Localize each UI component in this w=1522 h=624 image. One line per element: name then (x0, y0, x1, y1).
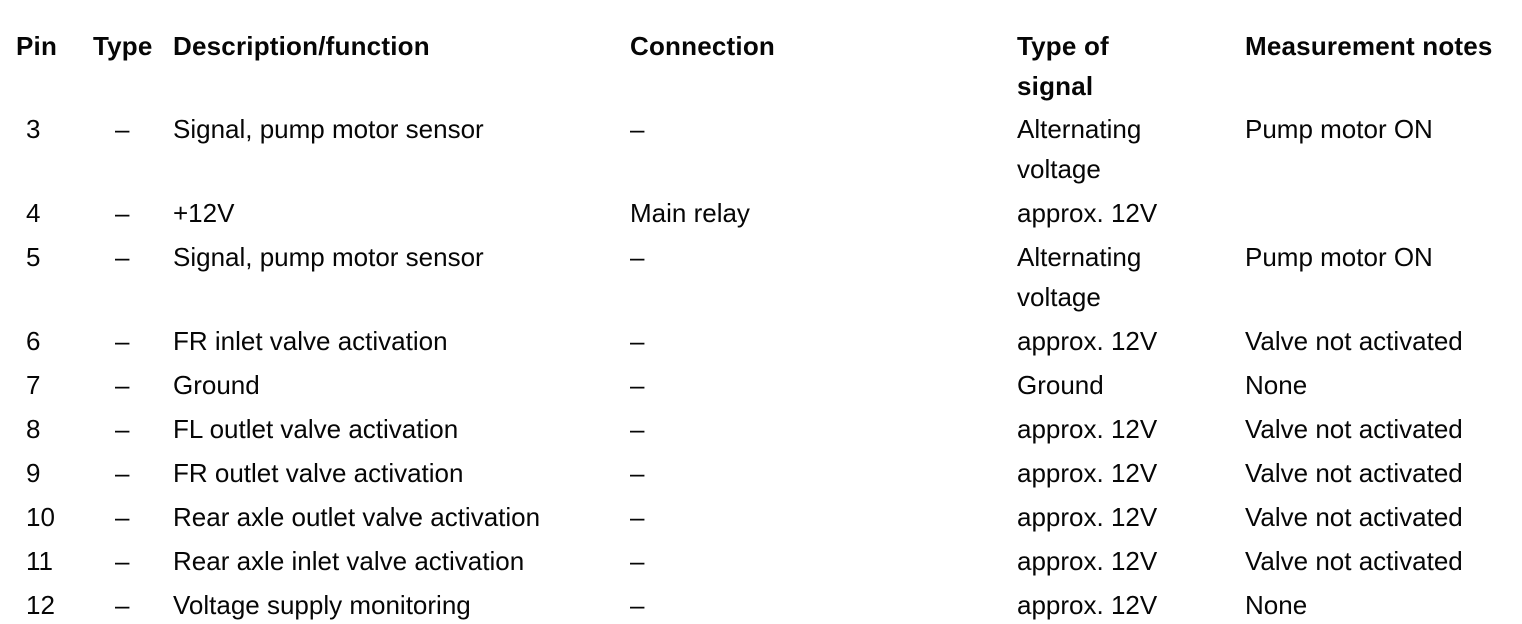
cell-type-of-signal: Ground (1017, 370, 1104, 400)
cell-description: Ground (173, 370, 260, 400)
cell-measurement-notes: Valve not activated (1245, 546, 1463, 576)
table-row: 9 – FR outlet valve activation – approx.… (16, 453, 1522, 493)
cell-type-of-signal: Alternating voltage (1017, 242, 1142, 312)
cell-pin: 12 (26, 590, 55, 620)
cell-type-of-signal: approx. 12V (1017, 326, 1158, 356)
cell-pin: 11 (26, 546, 53, 576)
table-row: 6 – FR inlet valve activation – approx. … (16, 321, 1522, 361)
cell-type: – (115, 326, 130, 356)
cell-pin: 7 (26, 370, 41, 400)
cell-measurement-notes: Valve not activated (1245, 458, 1463, 488)
cell-description: Signal, pump motor sensor (173, 114, 484, 144)
table-header-row: Pin Type Description/function Connection… (16, 26, 1522, 106)
cell-description: +12V (173, 198, 235, 228)
cell-description: FR inlet valve activation (173, 326, 448, 356)
cell-description: FL outlet valve activation (173, 414, 459, 444)
cell-measurement-notes: None (1245, 590, 1308, 620)
cell-pin: 9 (26, 458, 41, 488)
column-header-type: Type (93, 31, 153, 61)
cell-type: – (115, 546, 130, 576)
cell-pin: 8 (26, 414, 41, 444)
cell-connection: – (630, 546, 645, 576)
cell-measurement-notes: Valve not activated (1245, 326, 1463, 356)
cell-pin: 10 (26, 502, 55, 532)
cell-connection: – (630, 114, 645, 144)
cell-connection: – (630, 242, 645, 272)
table-row: 5 – Signal, pump motor sensor – Alternat… (16, 237, 1522, 317)
cell-connection: – (630, 458, 645, 488)
cell-connection: – (630, 414, 645, 444)
table-row: 7 – Ground – Ground None (16, 365, 1522, 405)
table-row: 8 – FL outlet valve activation – approx.… (16, 409, 1522, 449)
cell-type-of-signal: approx. 12V (1017, 458, 1158, 488)
cell-type: – (115, 198, 130, 228)
column-header-pin: Pin (16, 31, 58, 61)
cell-measurement-notes: Pump motor ON (1245, 242, 1433, 272)
cell-description: Rear axle inlet valve activation (173, 546, 525, 576)
table-row: 4 – +12V Main relay approx. 12V (16, 193, 1522, 233)
cell-description: Voltage supply monitoring (173, 590, 471, 620)
cell-measurement-notes: Valve not activated (1245, 502, 1463, 532)
cell-connection: – (630, 502, 645, 532)
column-header-measurement-notes: Measurement notes (1245, 31, 1493, 61)
cell-pin: 3 (26, 114, 41, 144)
cell-pin: 4 (26, 198, 41, 228)
cell-type-of-signal: approx. 12V (1017, 590, 1158, 620)
cell-description: FR outlet valve activation (173, 458, 464, 488)
cell-type-of-signal: approx. 12V (1017, 502, 1158, 532)
cell-measurement-notes: Pump motor ON (1245, 114, 1433, 144)
cell-type: – (115, 114, 130, 144)
cell-measurement-notes: None (1245, 370, 1308, 400)
cell-description: Signal, pump motor sensor (173, 242, 484, 272)
table-row: 12 – Voltage supply monitoring – approx.… (16, 585, 1522, 624)
cell-measurement-notes: Valve not activated (1245, 414, 1463, 444)
cell-connection: – (630, 326, 645, 356)
cell-type: – (115, 458, 130, 488)
cell-type-of-signal: approx. 12V (1017, 198, 1158, 228)
column-header-connection: Connection (630, 31, 775, 61)
table-body: 3 – Signal, pump motor sensor – Alternat… (16, 109, 1522, 624)
cell-connection: Main relay (630, 198, 750, 228)
cell-type: – (115, 242, 130, 272)
table-row: 3 – Signal, pump motor sensor – Alternat… (16, 109, 1522, 189)
cell-type: – (115, 590, 130, 620)
table-row: 10 – Rear axle outlet valve activation –… (16, 497, 1522, 537)
cell-pin: 5 (26, 242, 41, 272)
cell-description: Rear axle outlet valve activation (173, 502, 541, 532)
cell-type: – (115, 414, 130, 444)
cell-connection: – (630, 370, 645, 400)
table-row: 11 – Rear axle inlet valve activation – … (16, 541, 1522, 581)
column-header-type-of-signal: Type of signal (1017, 31, 1109, 101)
cell-type: – (115, 502, 130, 532)
cell-type-of-signal: Alternating voltage (1017, 114, 1142, 184)
cell-type-of-signal: approx. 12V (1017, 414, 1158, 444)
cell-pin: 6 (26, 326, 41, 356)
column-header-description: Description/function (173, 31, 430, 61)
cell-type-of-signal: approx. 12V (1017, 546, 1158, 576)
cell-connection: – (630, 590, 645, 620)
cell-type: – (115, 370, 130, 400)
